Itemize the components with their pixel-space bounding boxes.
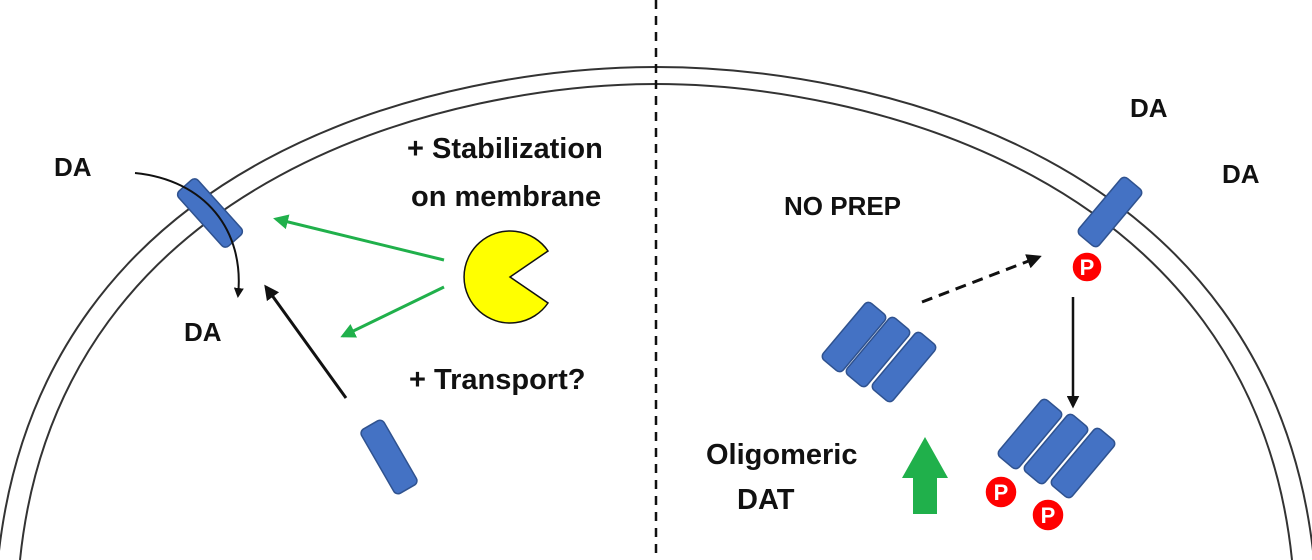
stabilization-label-line2: on membrane bbox=[411, 181, 601, 213]
no-prep-label: NO PREP bbox=[784, 191, 901, 221]
da-top-label: DA bbox=[1130, 93, 1168, 123]
membrane-insertion-dashed-arrow bbox=[921, 254, 1042, 304]
stabilization-arrow bbox=[273, 214, 445, 262]
svg-text:P: P bbox=[1080, 255, 1095, 280]
dat-membrane-transporter-phosphorylated bbox=[1077, 176, 1143, 248]
da-inside-label: DA bbox=[184, 317, 222, 347]
da-uptake-arrow bbox=[134, 172, 244, 298]
phosphate-badge: P bbox=[1071, 251, 1103, 283]
increase-up-arrow-icon bbox=[902, 437, 948, 514]
oligomeric-label-line2: DAT bbox=[737, 484, 795, 516]
oligomeric-dat-cluster bbox=[821, 301, 937, 403]
prep-pacman-icon bbox=[463, 230, 550, 324]
svg-text:P: P bbox=[1041, 503, 1056, 528]
trafficking-arrow bbox=[264, 284, 348, 399]
left-panel: DA DA + Stabilization on membrane + Tran… bbox=[54, 133, 603, 495]
oligomeric-label-line1: Oligomeric bbox=[706, 439, 858, 471]
da-right-label: DA bbox=[1222, 159, 1260, 189]
right-panel: NO PREP DA DA P P P bbox=[706, 93, 1260, 532]
transport-label: + Transport? bbox=[409, 364, 585, 396]
stabilization-label-line1: + Stabilization bbox=[407, 133, 603, 165]
dat-cytosolic-transporter bbox=[360, 419, 418, 495]
phosphate-badge: P bbox=[1031, 498, 1065, 532]
transport-arrow bbox=[340, 285, 445, 338]
da-outside-label: DA bbox=[54, 152, 92, 182]
svg-text:P: P bbox=[994, 480, 1009, 505]
phosphate-badge: P bbox=[984, 475, 1018, 509]
phosphorylated-oligomeric-dat bbox=[997, 398, 1116, 499]
